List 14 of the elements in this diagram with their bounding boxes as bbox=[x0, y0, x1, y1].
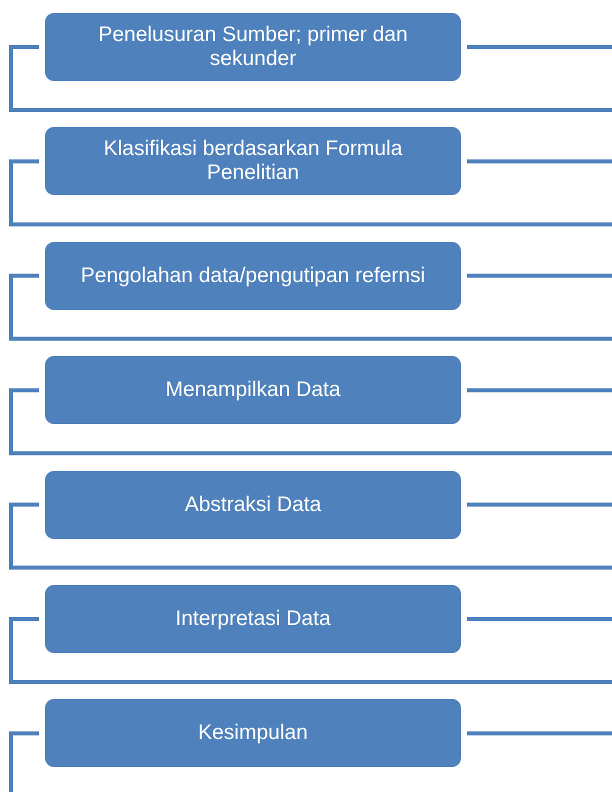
process-box bbox=[45, 585, 461, 653]
step-label: Abstraksi Data bbox=[184, 492, 322, 517]
process-box bbox=[45, 13, 461, 81]
step-label: Pengolahan data/pengutipan refernsi bbox=[80, 264, 426, 288]
process-box bbox=[45, 470, 461, 539]
process-box bbox=[45, 127, 461, 196]
step-label: Penelusuran Sumber; primer dan sekunder bbox=[97, 22, 409, 72]
process-box bbox=[45, 699, 461, 768]
step-label: Kesimpulan bbox=[198, 721, 308, 746]
process-box bbox=[45, 356, 461, 424]
step-label: Interpretasi Data bbox=[175, 606, 331, 632]
process-box bbox=[45, 242, 461, 310]
step-label: Klasifikasi berdasarkan Formula Penelitian bbox=[102, 137, 404, 186]
step-label: Menampilkan Data bbox=[165, 378, 341, 402]
